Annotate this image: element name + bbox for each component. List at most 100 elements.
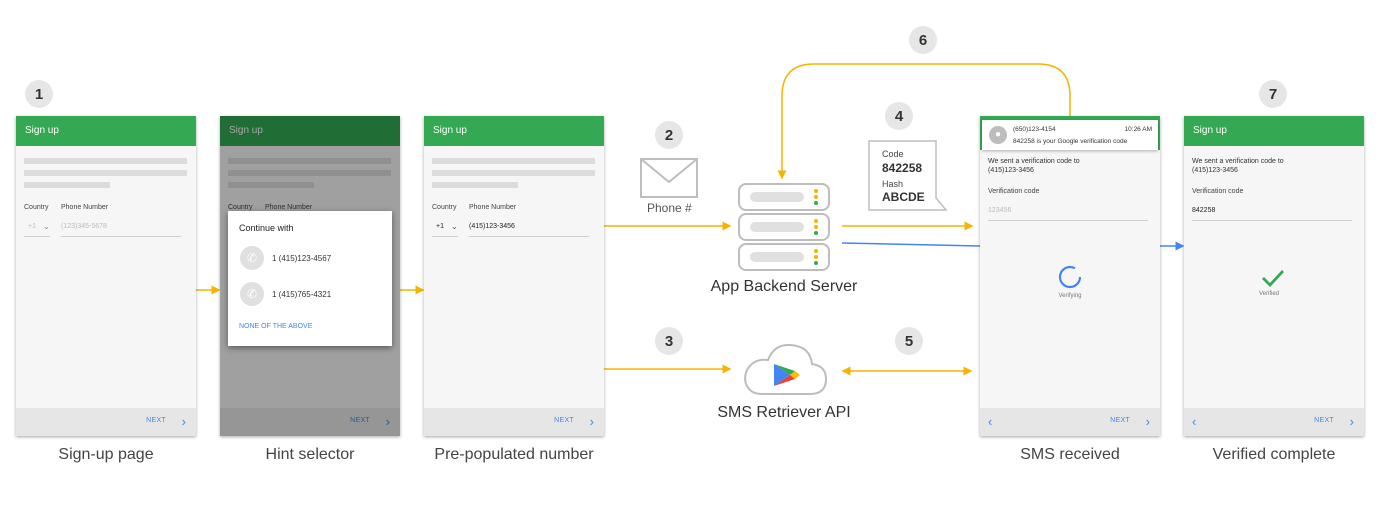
phone-label: Phone Number [265,204,313,211]
chevron-right-icon[interactable]: › [1349,414,1354,429]
phone-icon: ✆ [240,282,264,306]
country-underline [24,236,50,237]
chevron-right-icon[interactable]: › [385,414,390,429]
phone-number-label: Phone # [647,201,692,215]
screen-signup: Sign up Country Phone Number +1 ⌄ (123)3… [16,116,196,436]
retriever-label: SMS Retriever API [717,404,851,421]
server-rack [738,243,830,271]
dialog-title: Continue with [239,223,294,233]
sent-number: (415)123-3456 [1192,167,1238,174]
screen-verified: Sign up We sent a verification code to (… [1184,116,1364,436]
server-rack [738,213,830,241]
footer-bar: NEXT › [16,408,196,436]
arrow-step6-loop [777,63,1071,180]
app-bar-title: Sign up [16,116,196,146]
contact-avatar-icon: ● [989,126,1007,144]
phone-label: Phone Number [469,204,517,211]
verification-code-label: Verification code [1192,188,1244,195]
caption-verified: Verified complete [1212,446,1336,463]
notif-time: 10:26 AM [1124,126,1152,133]
verification-code-input[interactable]: 842258 [1192,207,1216,214]
caption-hint-selector: Hint selector [265,446,355,463]
notif-body: 842258 is your Google verification code [1013,138,1128,145]
screen-prepopulated: Sign up Country Phone Number +1 ⌄ (415)1… [424,116,604,436]
play-services-icon [774,364,800,386]
code-label: Code [882,149,904,159]
placeholder-line [24,182,110,188]
app-bar-title: Sign up [1184,116,1364,146]
caption-prepopulated: Pre-populated number [434,446,594,463]
hash-value: ABCDE [882,190,925,204]
chevron-right-icon[interactable]: › [181,414,186,429]
code-underline [988,220,1148,221]
footer-bar: ‹ NEXT › [1184,408,1364,436]
step-badge-3: 3 [655,327,683,355]
sent-text: We sent a verification code to [1192,158,1284,165]
code-value: 842258 [882,161,923,175]
step-badge-6: 6 [909,26,937,54]
hash-label: Hash [882,179,904,189]
phone-underline [61,236,181,237]
hint-dialog: Continue with ✆ 1 (415)123-4567 ✆ 1 (415… [228,211,392,346]
verification-code-label: Verification code [988,188,1040,195]
caption-sms-received: SMS received [1020,446,1120,463]
next-button[interactable]: NEXT [146,417,166,424]
chevron-down-icon[interactable]: ⌄ [43,222,50,231]
placeholder-line [24,158,187,164]
none-of-above-button[interactable]: NONE OF THE ABOVE [239,323,313,330]
footer-bar: NEXT › [220,408,400,436]
check-icon [1262,270,1285,288]
chevron-right-icon[interactable]: › [589,414,594,429]
phone-input[interactable]: (123)345-5678 [61,223,107,230]
placeholder-line [432,182,518,188]
next-button[interactable]: NEXT [1314,417,1334,424]
country-select[interactable]: +1 [436,223,444,230]
verification-code-input[interactable]: 123456 [988,207,1012,214]
placeholder-line [228,182,314,188]
placeholder-line [432,158,595,164]
phone-underline [469,236,589,237]
country-label: Country [228,204,253,211]
footer-bar: NEXT › [424,408,604,436]
country-label: Country [432,204,457,211]
placeholder-line [228,158,391,164]
country-select[interactable]: +1 [28,223,36,230]
envelope-icon [640,158,698,198]
arrow-server-verify [841,242,981,247]
verifying-status: Verifying [1058,293,1082,299]
sms-notification[interactable]: ● (650)123-4154 10:26 AM 842258 is your … [982,120,1158,150]
step-badge-5: 5 [895,327,923,355]
chevron-left-icon[interactable]: ‹ [1192,414,1197,429]
chevron-right-icon[interactable]: › [1145,414,1150,429]
phone-icon: ✆ [240,246,264,270]
chevron-down-icon[interactable]: ⌄ [451,222,458,231]
server-label: App Backend Server [710,278,858,295]
step-badge-7: 7 [1259,80,1287,108]
hint-option-1[interactable]: 1 (415)123-4567 [272,254,332,263]
code-bubble [868,140,948,211]
cloud-icon [744,343,828,395]
spinner-icon [1058,265,1082,289]
sent-text: We sent a verification code to [988,158,1080,165]
app-bar-title: Sign up [220,116,400,146]
footer-bar: ‹ NEXT › [980,408,1160,436]
phone-label: Phone Number [61,204,109,211]
hint-option-2[interactable]: 1 (415)765-4321 [272,290,332,299]
next-button[interactable]: NEXT [554,417,574,424]
caption-signup: Sign-up page [58,446,154,463]
server-rack [738,183,830,211]
country-underline [432,236,458,237]
next-button[interactable]: NEXT [1110,417,1130,424]
sent-number: (415)123-3456 [988,167,1034,174]
step-badge-4: 4 [885,102,913,130]
phone-input[interactable]: (415)123-3456 [469,223,515,230]
placeholder-line [228,170,391,176]
code-underline [1192,220,1352,221]
chevron-left-icon[interactable]: ‹ [988,414,993,429]
step-badge-2: 2 [655,121,683,149]
step-badge-1: 1 [25,80,53,108]
notif-sender: (650)123-4154 [1013,126,1056,133]
next-button[interactable]: NEXT [350,417,370,424]
app-bar-title: Sign up [424,116,604,146]
